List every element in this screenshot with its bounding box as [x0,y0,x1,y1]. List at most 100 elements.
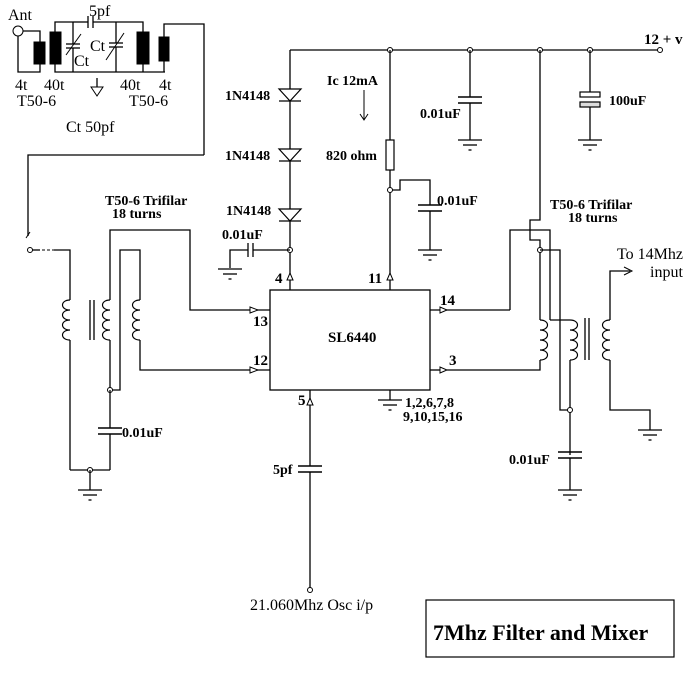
ground-icon [457,139,483,151]
diode-3 [278,208,302,222]
secondary-winding-b [131,299,141,341]
electrolytic-cap-minus [579,101,601,108]
current-arrow-head [359,113,369,121]
pin-3-label: 3 [449,353,457,369]
diode-2 [278,148,302,162]
wire [229,249,248,268]
pin-4-arrow [286,271,294,281]
wire [23,30,41,42]
diode-1-label: 1N4148 [225,89,270,104]
pin-14-arrow [439,306,449,314]
supply-decoupling: 0.01uF 100uF [420,50,646,151]
oscillator-input: 5pf 21.060Mhz Osc i/p [250,410,373,614]
ground-pins-line2: 9,10,15,16 [403,410,463,425]
wire [116,21,144,32]
left-secondary-coil [49,31,62,65]
output-transformer-label-2: 18 turns [568,211,618,226]
right-core-label: T50-6 [129,93,168,110]
wire [509,229,551,320]
pin-12-arrow [249,366,260,374]
output-winding-a [539,319,549,361]
title-block: 7Mhz Filter and Mixer [425,599,675,658]
title-box [425,599,675,658]
wire [25,231,31,239]
ct-value-label: Ct 50pf [66,119,115,136]
wire [529,50,541,320]
antenna-terminal[interactable] [12,25,24,37]
secondary-winding-a [101,299,111,341]
left-secondary-turns: 40t [44,77,65,94]
supply-label: 12 + v [644,32,683,48]
wire [54,21,73,32]
osc-input-label: 21.060Mhz Osc i/p [250,597,373,614]
bias-resistor-label: 820 ohm [326,149,377,164]
wire [392,179,431,205]
right-primary-coil [158,36,170,62]
input-bypass-cap-label: 0.01uF [122,426,163,441]
supply-cap-small [457,96,483,104]
wire-from-pin3 [447,360,541,371]
right-primary-turns: 4t [159,77,172,94]
pin-4-label: 4 [275,271,283,287]
osc-coupling-cap [297,465,323,473]
wire [540,249,570,411]
wire [17,36,41,73]
diode-bias-chain: 1N4148 1N4148 1N4148 0.01uF [217,50,302,280]
ic-body[interactable] [269,289,431,391]
left-primary-coil [33,41,46,65]
output-trifilar-transformer: 0.01uF T50-6 Trifilar 18 turns To 14Mhz … [447,50,683,501]
pin-12-label: 12 [253,353,268,369]
osc-cap-label: 5pf [273,463,293,478]
electrolytic-cap-plus [579,91,601,98]
diode-2-label: 1N4148 [225,149,270,164]
pin-5-arrow [306,396,314,406]
pin-13-label: 13 [253,314,268,330]
output-label-2: input [650,264,683,281]
bias-decoupling-cap-label: 0.01uF [437,194,478,209]
ic-sl6440: SL6440 4 11 13 12 14 3 5 1,2,6,7,8 9,10,… [249,270,510,425]
ground-icon [77,489,103,501]
ct2-label: Ct [90,38,106,55]
diode-1 [278,88,302,102]
output-winding-b [569,319,579,361]
bias-network: Ic 12mA 820 ohm 0.01uF [326,50,478,270]
right-secondary-turns: 40t [120,77,141,94]
input-transformer-label-1: T50-6 Trifilar [105,194,187,209]
wire-to-pin13 [109,229,252,311]
osc-input-terminal[interactable] [307,587,313,593]
diode-3-label: 1N4148 [226,204,271,219]
wire [110,249,141,391]
wire-to-pin12 [139,340,252,371]
ct1-trim-arrow [65,33,82,56]
pin-5-label: 5 [298,393,306,409]
wire [54,249,71,300]
input-transformer-label-2: 18 turns [112,207,162,222]
ct2-trim-arrow [105,32,125,61]
input-trifilar-transformer: 0.01uF T50-6 Trifilar 18 turns [61,194,252,501]
ic-name: SL6440 [328,330,376,346]
supply-terminal[interactable] [657,47,663,53]
output-secondary-winding [601,319,611,361]
left-core-label: T50-6 [17,93,56,110]
right-secondary-coil [136,31,150,65]
output-transformer-label-1: T50-6 Trifilar [550,198,632,213]
junction [27,247,33,253]
bias-resistor [385,139,395,171]
output-label-1: To 14Mhz [617,246,683,263]
pin-14-label: 14 [440,293,456,309]
ground-icon [417,249,443,261]
pin-13-arrow [249,306,260,314]
filter-output-wire [27,154,204,236]
output-bypass-cap-label: 0.01uF [509,453,550,468]
supply-cap-small-label: 0.01uF [420,107,461,122]
wire [609,360,651,430]
current-label: Ic 12mA [327,74,379,89]
pin-11-label: 11 [368,271,382,287]
antenna-label: Ant [8,7,33,24]
coupling-cap-label: 5pf [89,3,111,20]
wire [609,270,630,320]
diagram-title: 7Mhz Filter and Mixer [433,620,648,645]
input-bypass-cap [97,427,123,435]
wire [54,64,73,73]
